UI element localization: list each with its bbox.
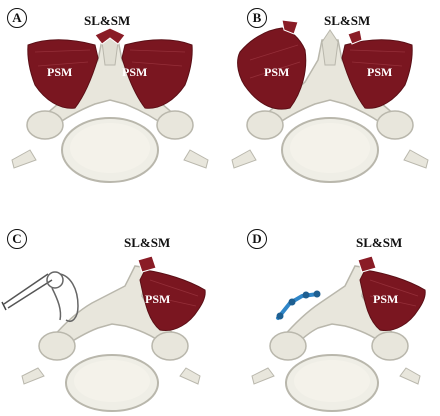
panel-a-illustration (11, 27, 209, 183)
supraspinous-ligament (137, 255, 157, 273)
left-transverse-process (246, 110, 284, 140)
sl-sm-label: SL&SM (124, 235, 171, 250)
panel-c-illustration (1, 255, 206, 412)
sl-sm-label: SL&SM (356, 235, 403, 250)
right-paraspinal-muscle (139, 269, 206, 332)
supraspinous-ligament-left (281, 19, 299, 35)
right-psm-label: PSM (373, 292, 399, 306)
left-transverse-process (26, 110, 64, 140)
panel-b: B SL&SM PSM PSM (220, 0, 440, 208)
left-psm-label: PSM (264, 65, 290, 79)
panel-letter-badge: C (7, 229, 27, 249)
right-transverse-process (376, 110, 414, 140)
right-psm-label: PSM (367, 65, 393, 79)
right-transverse-process (371, 331, 409, 361)
sl-sm-label: SL&SM (84, 13, 131, 28)
left-psm-label: PSM (47, 65, 73, 79)
panel-c: C SL&SM PSM (0, 208, 220, 416)
panel-letter-badge: A (7, 8, 27, 28)
left-paraspinal-muscle (27, 39, 99, 109)
panel-b-illustration (231, 19, 429, 183)
left-transverse-process (269, 331, 307, 361)
panel-letter-badge: B (247, 8, 267, 28)
right-transverse-process (156, 110, 194, 140)
panel-d: D SL&SM PSM (220, 208, 440, 416)
panel-a: A SL&SM PSM PSM (0, 0, 220, 208)
right-transverse-process (151, 331, 189, 361)
forceps-icon (1, 271, 79, 322)
miniplate-icon (276, 290, 321, 320)
sl-sm-label: SL&SM (324, 13, 371, 28)
supraspinous-ligament (357, 255, 377, 273)
supraspinous-ligament-right (347, 29, 363, 45)
right-psm-label: PSM (122, 65, 148, 79)
spinous-process (321, 29, 339, 66)
supraspinous-ligament (94, 27, 126, 45)
panel-letter-badge: D (247, 229, 267, 249)
right-paraspinal-muscle (121, 39, 193, 109)
right-paraspinal-muscle (359, 269, 426, 332)
panel-d-illustration (251, 255, 426, 412)
left-transverse-process (38, 331, 76, 361)
right-psm-label: PSM (145, 292, 171, 306)
right-paraspinal-muscle (341, 39, 413, 109)
